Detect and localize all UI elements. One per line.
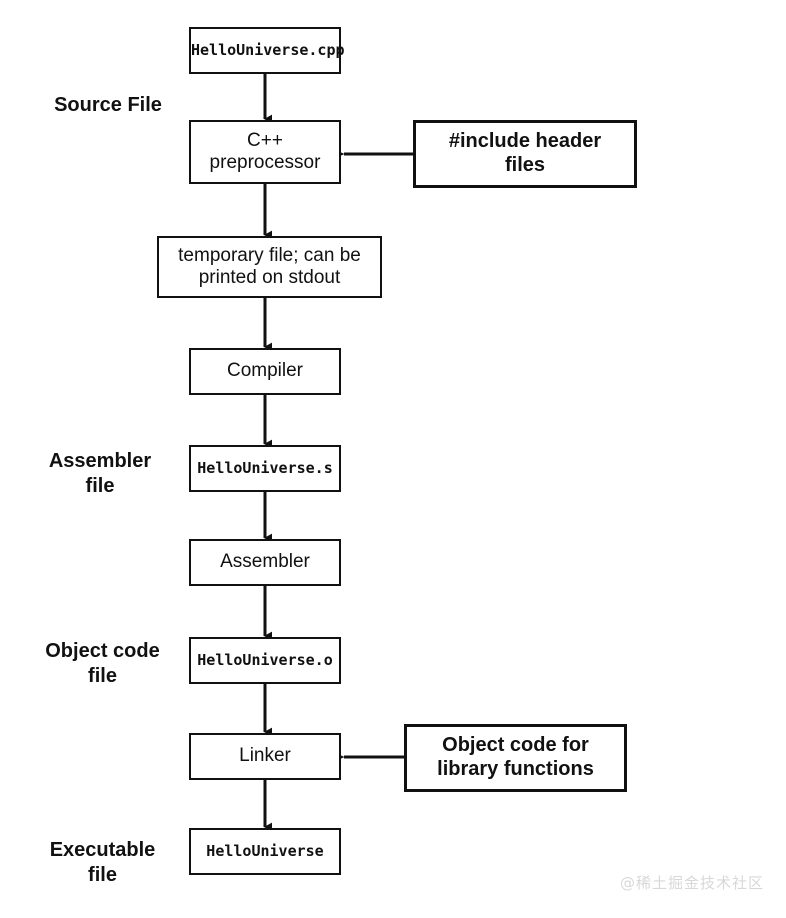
node-linker[interactable]: Linker xyxy=(189,733,341,780)
side-label-executable-file: Executable file xyxy=(49,839,156,886)
node-label: HelloUniverse.o xyxy=(197,650,333,669)
node-temporary-file[interactable]: temporary file; can be printed on stdout xyxy=(157,236,382,298)
side-label-object-code-file: Object code file xyxy=(45,640,160,687)
side-label-source-file: Source File xyxy=(54,94,162,116)
side-label-assembler-file: Assembler file xyxy=(48,450,152,497)
node-label: C++ preprocessor xyxy=(209,129,321,173)
watermark: @稀土掘金技术社区 xyxy=(620,874,765,892)
node-label: Compiler xyxy=(226,360,304,382)
node-label: #include header files xyxy=(448,130,602,176)
node-label: HelloUniverse.s xyxy=(197,458,333,477)
node-compiler[interactable]: Compiler xyxy=(189,348,341,395)
node-hellouniverse-o[interactable]: HelloUniverse.o xyxy=(189,637,341,684)
node-label: HelloUniverse.cpp xyxy=(191,40,345,59)
node-object-code-library[interactable]: Object code for library functions xyxy=(404,724,627,792)
node-label: Linker xyxy=(239,745,291,767)
node-label: Object code for library functions xyxy=(437,734,594,780)
node-include-header-files[interactable]: #include header files xyxy=(413,120,637,188)
node-assembler[interactable]: Assembler xyxy=(189,539,341,586)
node-label: HelloUniverse xyxy=(206,841,324,860)
node-label: Assembler xyxy=(220,551,310,573)
node-hellouniverse-s[interactable]: HelloUniverse.s xyxy=(189,445,341,492)
node-hellouniverse-cpp[interactable]: HelloUniverse.cpp xyxy=(189,27,345,74)
node-hellouniverse[interactable]: HelloUniverse xyxy=(189,828,341,875)
node-cpp-preprocessor[interactable]: C++ preprocessor xyxy=(189,120,341,184)
node-label: temporary file; can be printed on stdout xyxy=(178,244,361,288)
